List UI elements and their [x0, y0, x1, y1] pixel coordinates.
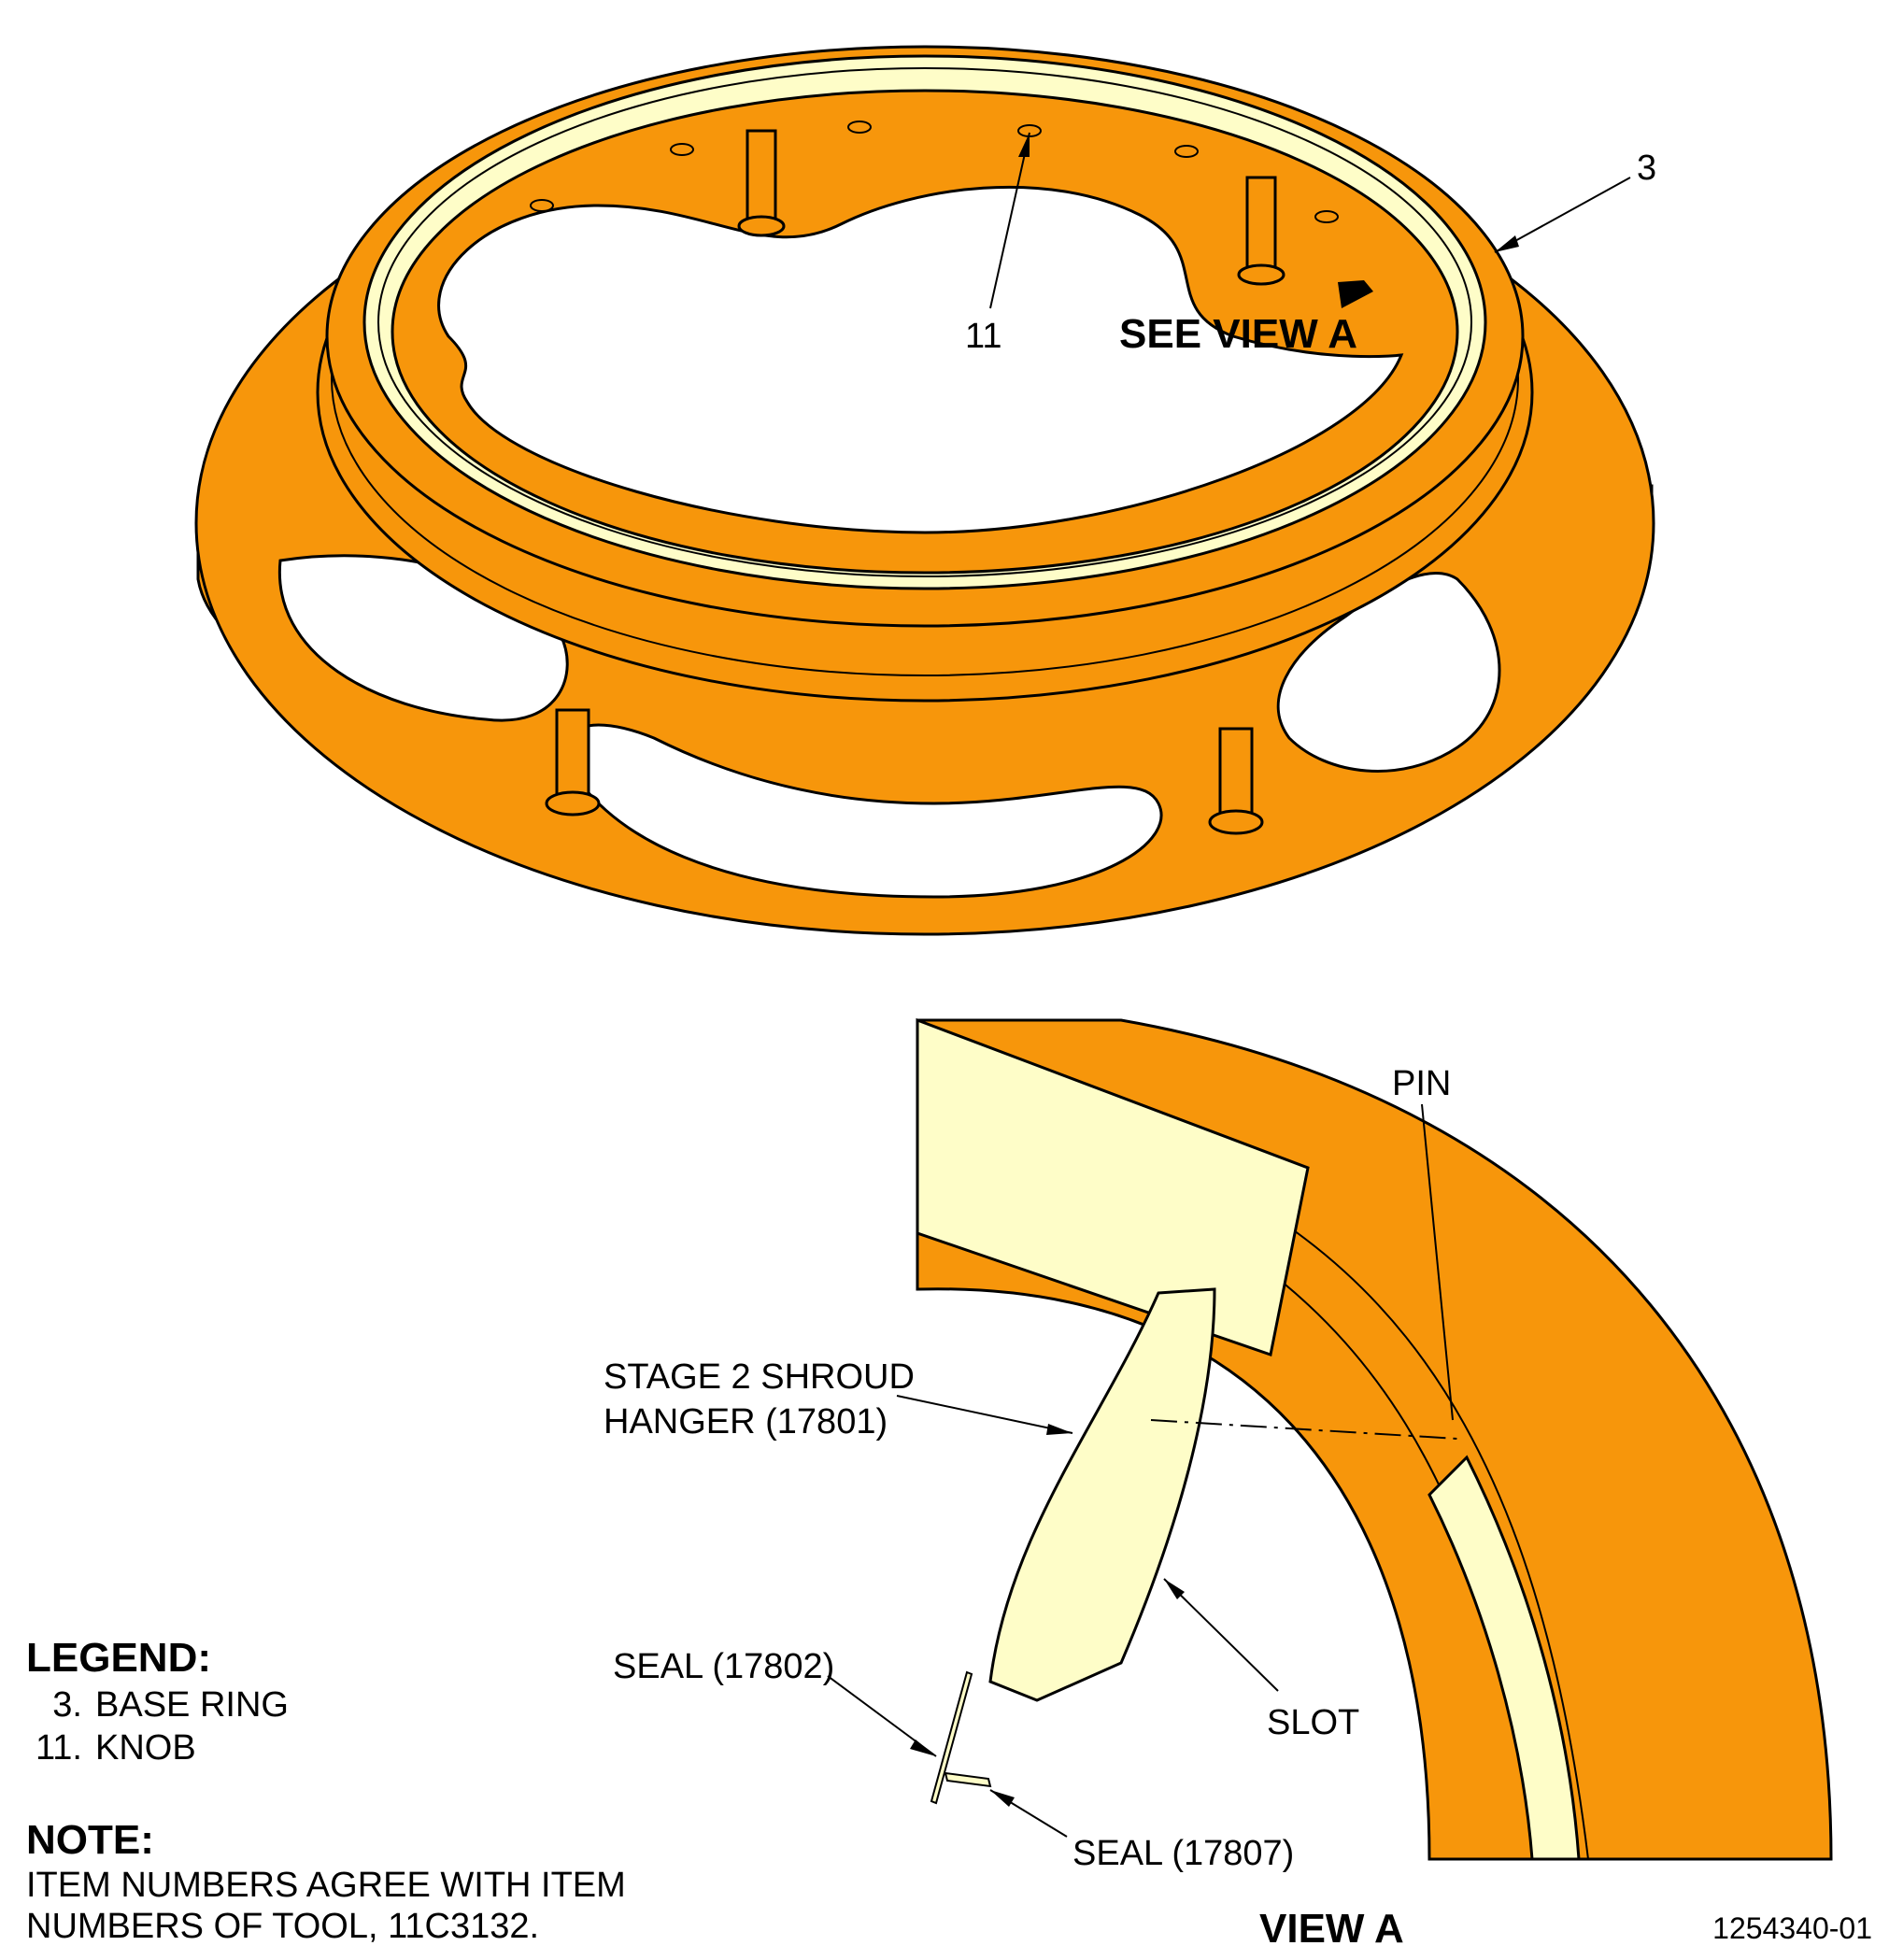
view-a-detail [916, 1017, 1833, 1861]
legend: LEGEND: 3. BASE RING 11. KNOB [26, 1637, 699, 1769]
view-a-installed-shroud [916, 1017, 1310, 1356]
legend-title: LEGEND: [26, 1635, 211, 1681]
leader-slot [1163, 1578, 1279, 1692]
support-post-front-left [545, 708, 601, 817]
legend-item-label: BASE RING [95, 1685, 289, 1725]
callout-base-ring-number: 3 [1637, 149, 1656, 188]
plate-cutout-front [559, 723, 1163, 899]
leader-stage2-arrow [1046, 1424, 1072, 1435]
leader-stage2 [896, 1395, 1073, 1434]
legend-item: 11. KNOB [26, 1726, 699, 1769]
callout-seal-17807: SEAL (17807) [1072, 1834, 1294, 1873]
note: NOTE: ITEM NUMBERS AGREE WITH ITEM NUMBE… [26, 1820, 699, 1947]
leader-knob-arrow [1018, 133, 1030, 157]
see-view-arrow-icon [1338, 280, 1373, 308]
callout-seal-17802: SEAL (17802) [613, 1647, 834, 1686]
legend-item-label: KNOB [95, 1728, 196, 1768]
knob-markers [530, 121, 1339, 223]
pin-axis-line [1150, 1419, 1458, 1440]
shroud-ring-inner-band [377, 67, 1472, 577]
legend-item-number: 3. [52, 1685, 82, 1725]
leader-pin [1421, 1103, 1454, 1421]
note-line-1: ITEM NUMBERS AGREE WITH ITEM [26, 1866, 626, 1905]
callout-stage2-line2: HANGER (17801) [604, 1402, 888, 1442]
legend-item: 3. BASE RING [26, 1683, 699, 1726]
view-a-shroud-right [1427, 1455, 1581, 1861]
leader-base-ring [1494, 177, 1631, 253]
callout-knob-number: 11 [965, 317, 1001, 356]
note-title: NOTE: [26, 1817, 154, 1863]
interior-cutout [437, 185, 1404, 534]
support-post-rear-right [1237, 176, 1285, 286]
base-ring-assembly [194, 45, 1655, 936]
support-post-rear-left [737, 129, 786, 237]
seal-17807-part [944, 1771, 992, 1788]
leader-slot-arrow [1164, 1579, 1185, 1599]
figure-id: 1254340-01 [1712, 1911, 1872, 1945]
leader-seal-17807-arrow [990, 1790, 1015, 1807]
legend-item-number: 11. [35, 1728, 82, 1768]
seal-17802-part [930, 1670, 973, 1805]
callout-stage2-line1: STAGE 2 SHROUD [604, 1357, 915, 1397]
leader-knob [989, 132, 1030, 309]
stage-2-shroud-hanger-part [988, 1287, 1216, 1702]
leader-base-ring-arrow [1495, 235, 1519, 252]
view-a-title: VIEW A [1259, 1906, 1404, 1952]
support-post-front-right [1208, 727, 1264, 835]
see-view-a-label: SEE VIEW A [1119, 311, 1357, 357]
leader-seal-17802-arrow [910, 1740, 936, 1756]
callout-pin: PIN [1392, 1064, 1451, 1103]
callout-slot: SLOT [1267, 1703, 1359, 1742]
note-line-2: NUMBERS OF TOOL, 11C3132. [26, 1907, 540, 1946]
